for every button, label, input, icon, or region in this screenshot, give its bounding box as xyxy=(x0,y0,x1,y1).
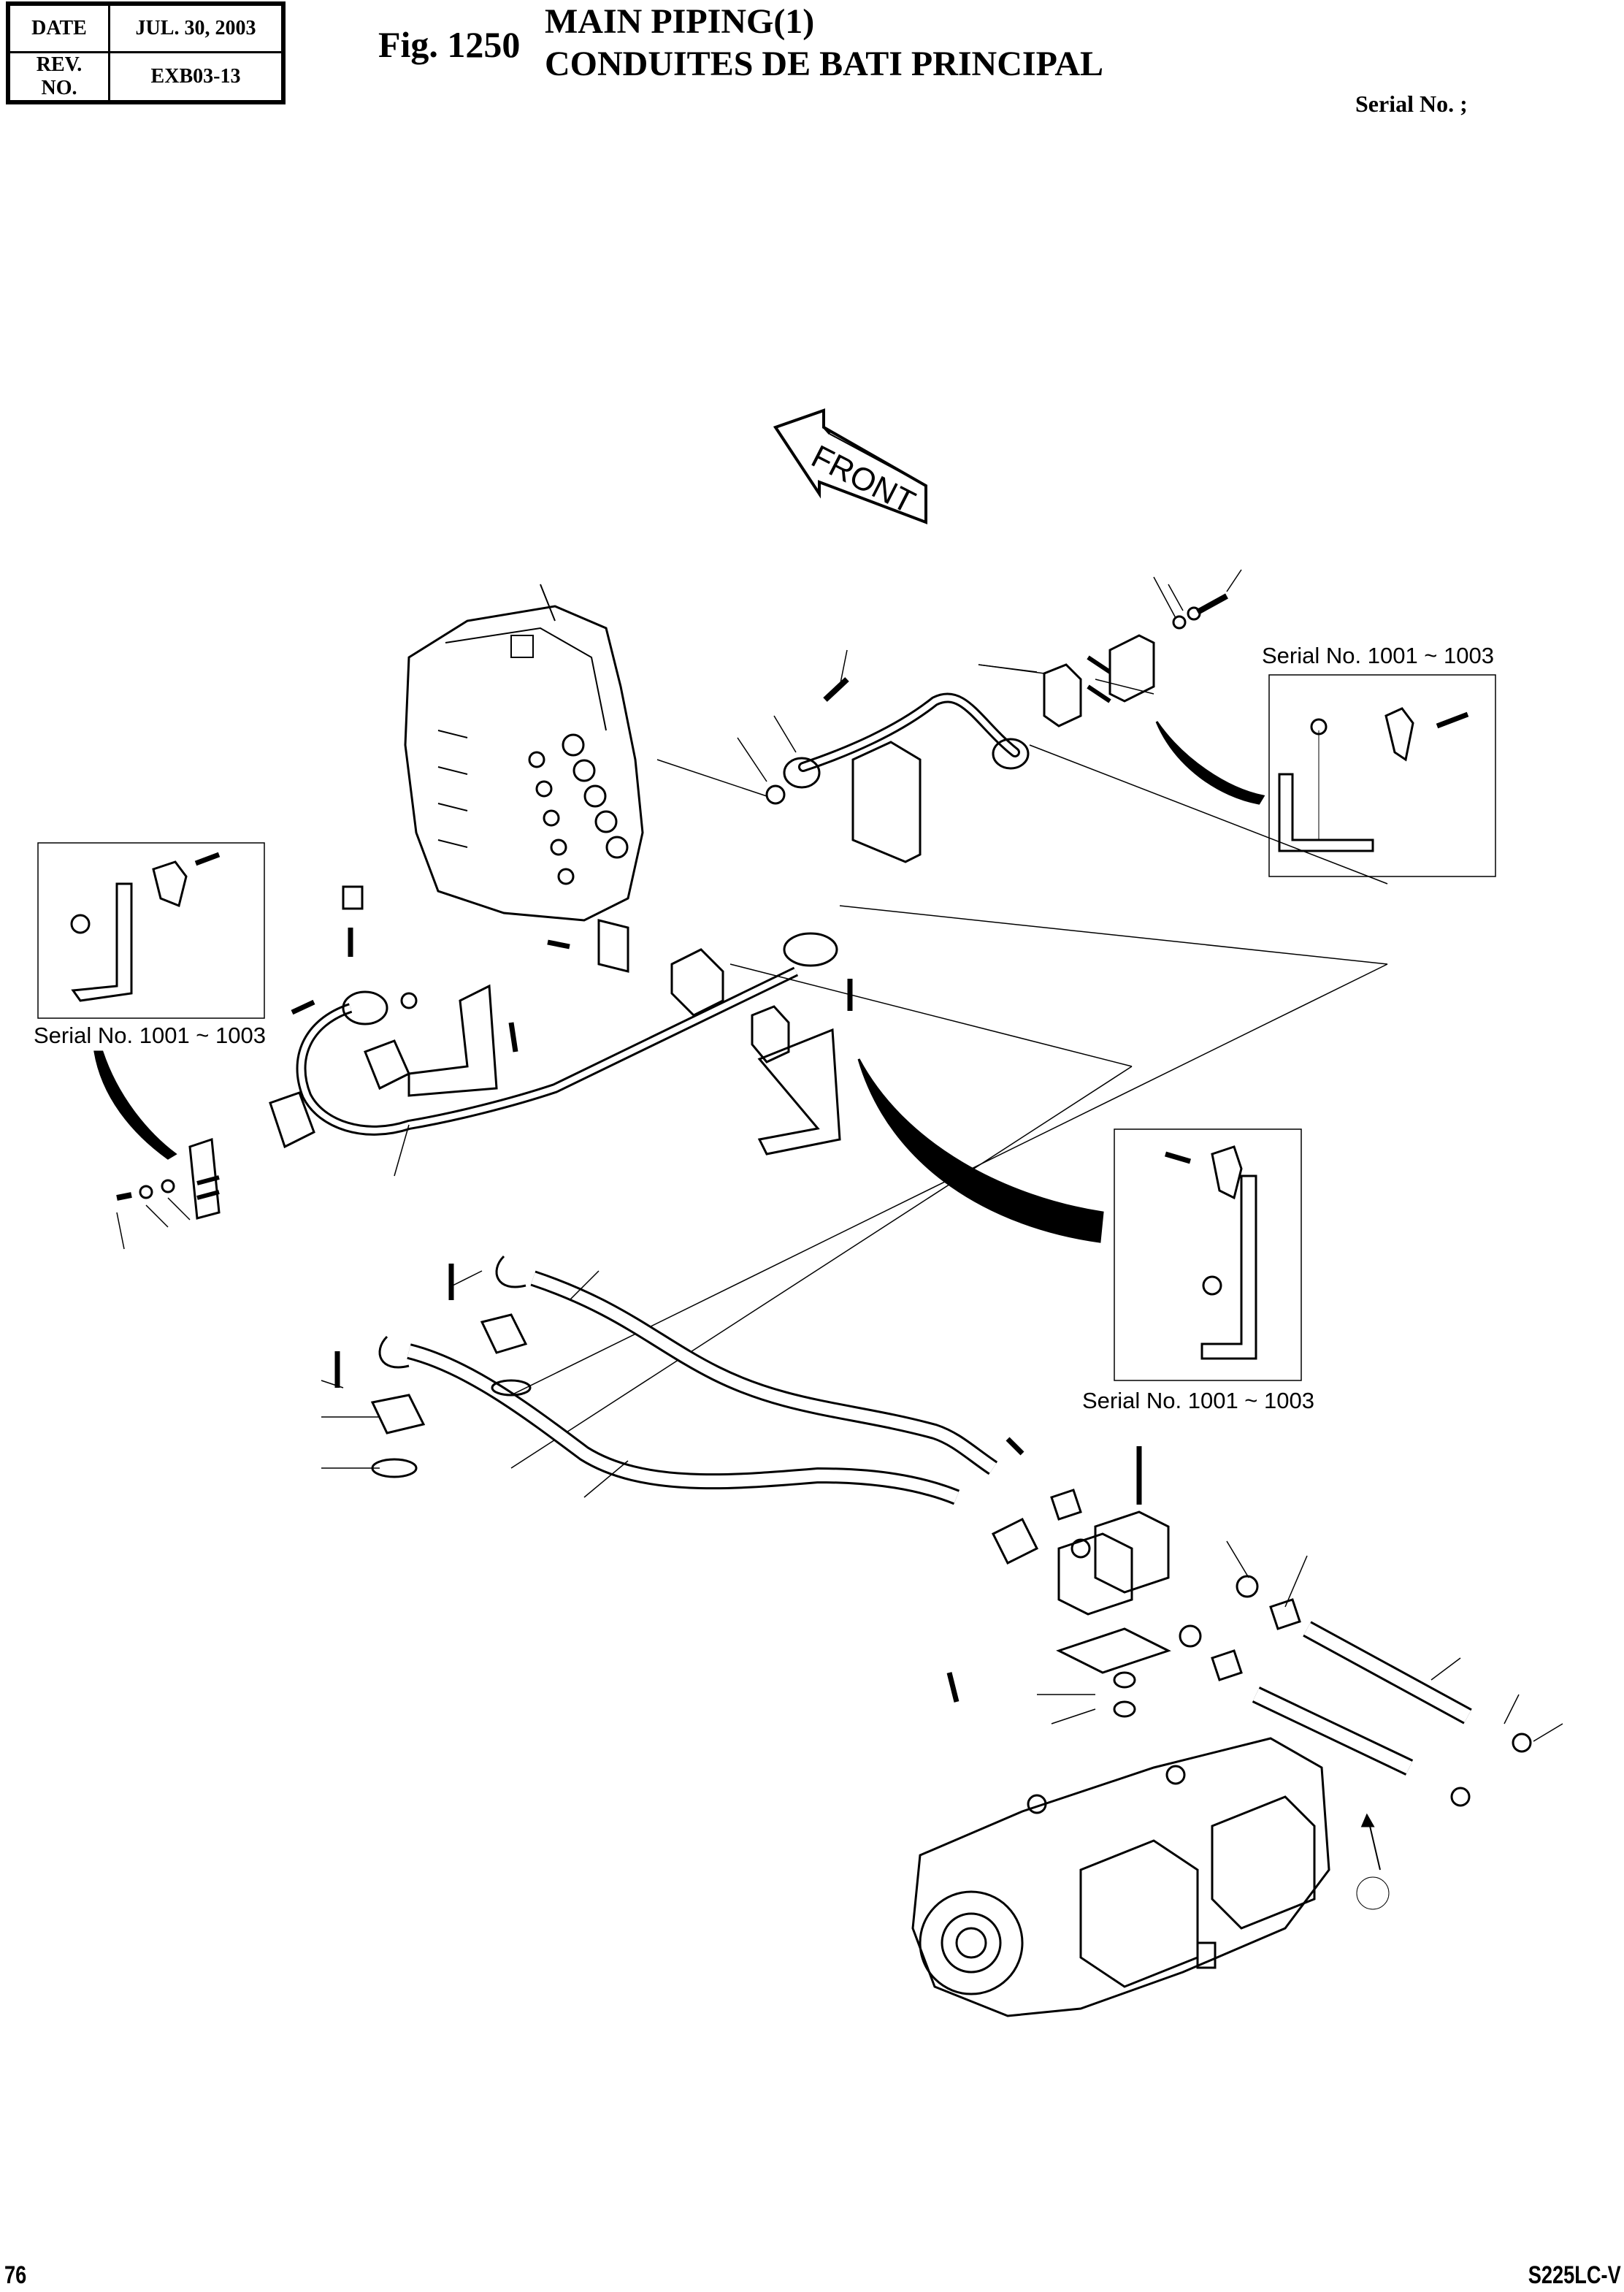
upper-pipe xyxy=(657,596,1387,884)
inset-left-bracket xyxy=(72,855,219,1001)
inset-right-bracket xyxy=(1165,1147,1256,1359)
inset-box-top-right xyxy=(1269,675,1495,876)
hoses xyxy=(337,1256,1139,1505)
leader-lines xyxy=(117,570,1563,1741)
serial-note-right: Serial No. 1001 ~ 1003 xyxy=(1082,1388,1314,1414)
front-arrow-icon: FRONT xyxy=(775,410,926,522)
callout-arrow xyxy=(95,1052,175,1158)
inset-box-right xyxy=(1114,1129,1301,1380)
model-number: S225LC-V xyxy=(1528,2261,1621,2290)
manifold xyxy=(949,1490,1257,1716)
serial-note-left: Serial No. 1001 ~ 1003 xyxy=(34,1023,266,1049)
inset-top-right-bracket xyxy=(1279,708,1468,851)
page-number: 76 xyxy=(4,2261,26,2290)
inset-box-left xyxy=(38,843,264,1018)
control-valve xyxy=(405,584,643,920)
callout-arrow xyxy=(859,1059,1103,1242)
callout-arrow xyxy=(1157,722,1263,803)
right-pipes xyxy=(1212,1600,1531,1806)
main-pump xyxy=(913,1738,1389,2016)
serial-note-top-right: Serial No. 1001 ~ 1003 xyxy=(1262,643,1494,669)
